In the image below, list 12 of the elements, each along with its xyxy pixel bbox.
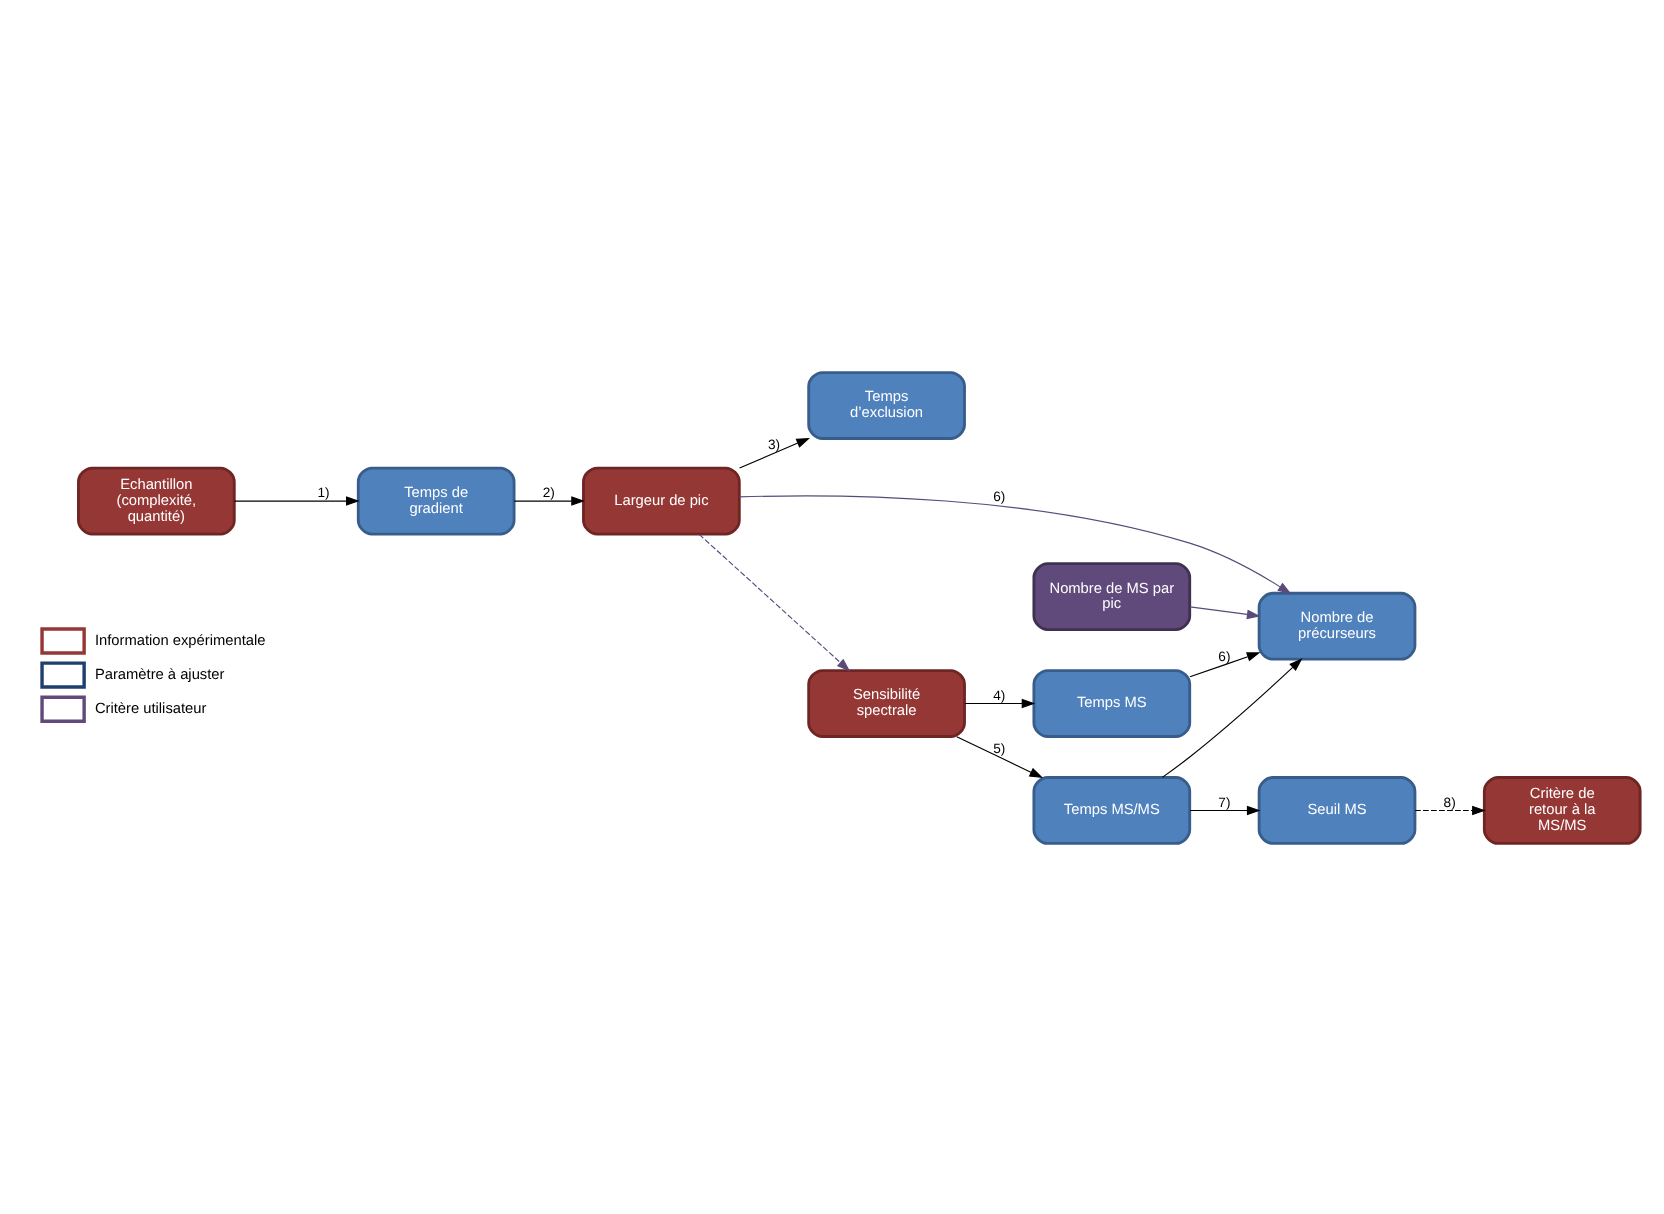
arrow — [1189, 804, 1261, 815]
arrow — [964, 697, 1036, 708]
arrow — [738, 494, 1292, 594]
arrow — [1414, 804, 1486, 815]
arrow — [233, 495, 360, 505]
arrow — [956, 735, 1044, 778]
arrow — [1189, 651, 1261, 677]
arrow — [698, 532, 851, 671]
arrow — [1189, 605, 1261, 619]
arrow — [1161, 657, 1303, 777]
arrow — [513, 495, 585, 505]
arrow — [739, 436, 810, 468]
